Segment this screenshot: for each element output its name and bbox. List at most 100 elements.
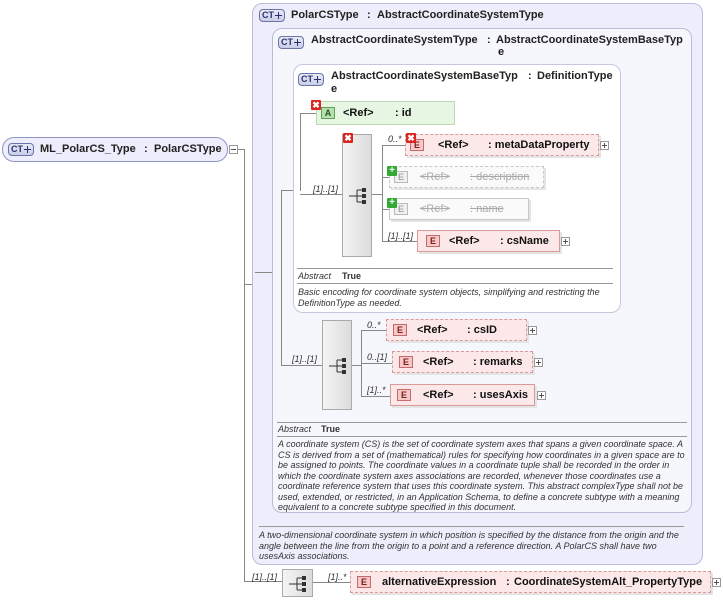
connector bbox=[238, 149, 244, 150]
element-icon: E bbox=[357, 576, 371, 588]
divider bbox=[297, 268, 613, 269]
complex-type-icon: CT bbox=[259, 9, 285, 22]
acsbt-description: Basic encoding for coordinate system obj… bbox=[298, 287, 600, 308]
element-usesaxis[interactable]: E <Ref> : usesAxis bbox=[390, 384, 535, 406]
root-name: ML_PolarCS_Type bbox=[40, 143, 136, 155]
collapse-toggle[interactable] bbox=[229, 145, 238, 154]
sequence-multiplicity: [1]..[1] bbox=[252, 572, 278, 582]
element-name: : metaDataProperty bbox=[488, 139, 590, 151]
connector bbox=[300, 194, 342, 195]
divider bbox=[259, 526, 684, 527]
prohibited-icon: ✖ bbox=[343, 133, 353, 143]
sequence-compositor[interactable] bbox=[342, 134, 372, 257]
sequence-icon bbox=[349, 188, 366, 204]
element-name[interactable]: E <Ref> : name bbox=[389, 198, 529, 220]
element-ref: <Ref> bbox=[438, 139, 469, 151]
connector bbox=[300, 113, 301, 191]
attribute-icon: A bbox=[321, 107, 335, 119]
polar-sep: : bbox=[367, 9, 371, 21]
connector bbox=[361, 330, 386, 331]
element-multiplicity: [1]..[1] bbox=[388, 231, 414, 241]
connector bbox=[361, 396, 390, 397]
element-remarks[interactable]: E <Ref> : remarks bbox=[392, 351, 533, 373]
element-ref: <Ref> bbox=[420, 203, 450, 215]
connector bbox=[382, 177, 389, 178]
added-icon: + bbox=[387, 198, 397, 208]
attribute-ref: <Ref> bbox=[343, 107, 374, 119]
element-multiplicity: [1]..* bbox=[328, 572, 347, 582]
acst-base-2: e bbox=[498, 46, 505, 58]
element-multiplicity: 0..[1] bbox=[367, 352, 388, 362]
polar-name: PolarCSType bbox=[291, 9, 359, 21]
connector bbox=[352, 365, 361, 366]
element-name: : csName bbox=[500, 235, 549, 247]
root-node[interactable]: CT ML_PolarCS_Type : PolarCSType bbox=[2, 137, 228, 162]
element-ref: <Ref> bbox=[423, 389, 454, 401]
complex-type-icon: CT bbox=[278, 36, 304, 49]
element-csname[interactable]: E <Ref> : csName bbox=[417, 230, 560, 252]
root-type: PolarCSType bbox=[154, 143, 222, 155]
element-type: CoordinateSystemAlt_PropertyType bbox=[514, 576, 703, 588]
element-alternativeexpression[interactable]: E alternativeExpression : CoordinateSyst… bbox=[350, 571, 711, 593]
expand-toggle[interactable] bbox=[561, 237, 570, 246]
acst-base-1: AbstractCoordinateSystemBaseTyp bbox=[496, 34, 683, 46]
connector bbox=[382, 145, 383, 241]
connector bbox=[300, 113, 316, 114]
connector bbox=[382, 241, 417, 242]
expand-toggle[interactable] bbox=[534, 358, 543, 367]
element-ref: <Ref> bbox=[417, 324, 448, 336]
connector bbox=[255, 272, 273, 273]
element-multiplicity: 0..* bbox=[367, 320, 381, 330]
element-name: : remarks bbox=[473, 356, 523, 368]
element-icon: E bbox=[393, 324, 407, 336]
sequence-icon bbox=[329, 358, 346, 374]
expand-toggle[interactable] bbox=[600, 141, 609, 150]
connector bbox=[244, 581, 282, 582]
complex-type-icon: CT bbox=[298, 73, 324, 86]
acst-sep: : bbox=[487, 34, 491, 46]
connector bbox=[313, 582, 350, 583]
acsbt-name-1: AbstractCoordinateSystemBaseTyp bbox=[331, 70, 518, 82]
abstract-value: True bbox=[321, 424, 341, 434]
divider bbox=[277, 422, 687, 423]
element-ref: <Ref> bbox=[420, 171, 450, 183]
element-icon: E bbox=[397, 389, 411, 401]
complex-type-icon: CT bbox=[8, 143, 34, 156]
connector bbox=[372, 194, 382, 195]
attribute-name: : id bbox=[395, 107, 412, 119]
sequence-icon bbox=[289, 576, 306, 592]
abstract-value: True bbox=[342, 271, 362, 281]
element-icon: E bbox=[394, 203, 408, 215]
connector bbox=[382, 209, 389, 210]
element-description[interactable]: E <Ref> : description bbox=[389, 166, 544, 188]
divider bbox=[277, 436, 687, 437]
attribute-id[interactable]: A <Ref> : id bbox=[316, 101, 455, 125]
element-sep: : bbox=[506, 576, 510, 588]
element-metadataproperty[interactable]: E <Ref> : metaDataProperty bbox=[405, 134, 599, 156]
connector bbox=[361, 363, 392, 364]
element-csid[interactable]: E <Ref> : csID bbox=[386, 319, 527, 341]
sequence-multiplicity: [1]..[1] bbox=[313, 184, 339, 194]
sequence-multiplicity: [1]..[1] bbox=[292, 354, 318, 364]
sequence-compositor[interactable] bbox=[322, 320, 352, 410]
root-sep: : bbox=[144, 143, 148, 155]
sequence-compositor[interactable] bbox=[282, 569, 313, 597]
element-name: alternativeExpression bbox=[382, 576, 497, 588]
connector bbox=[244, 149, 245, 581]
abstract-label: Abstract bbox=[298, 271, 332, 281]
element-icon: E bbox=[399, 356, 413, 368]
expand-toggle[interactable] bbox=[712, 578, 721, 587]
polar-description: A two-dimensional coordinate system in w… bbox=[259, 530, 679, 561]
prohibited-icon: ✖ bbox=[406, 133, 416, 143]
added-icon: + bbox=[387, 166, 397, 176]
element-multiplicity: 0..* bbox=[388, 134, 402, 144]
element-ref: <Ref> bbox=[449, 235, 480, 247]
element-multiplicity: [1]..* bbox=[367, 385, 386, 395]
connector bbox=[281, 365, 322, 366]
acsbt-sep: : bbox=[528, 70, 532, 82]
connector bbox=[382, 145, 405, 146]
expand-toggle[interactable] bbox=[528, 326, 537, 335]
element-icon: E bbox=[426, 235, 440, 247]
expand-toggle[interactable] bbox=[537, 391, 546, 400]
element-icon: E bbox=[394, 171, 408, 183]
